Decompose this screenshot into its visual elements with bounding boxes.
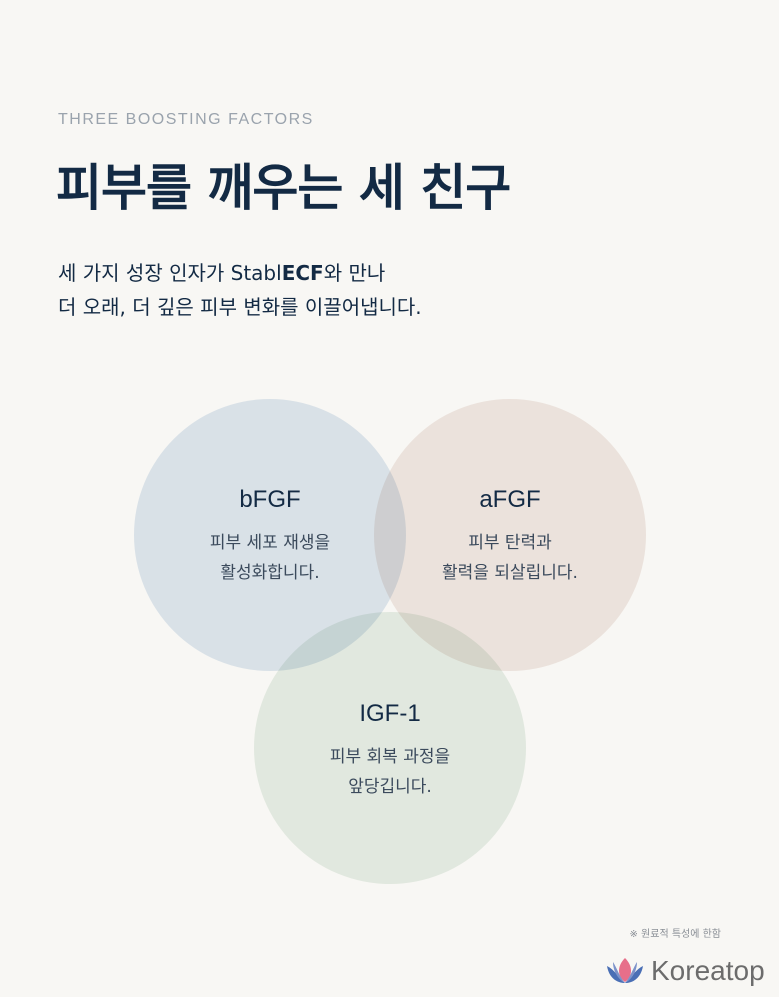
eyebrow-label: THREE BOOSTING FACTORS xyxy=(58,111,314,128)
subtitle-brand-light: Stabl xyxy=(230,261,282,285)
subtitle-line2: 더 오래, 더 깊은 피부 변화를 이끌어냅니다. xyxy=(58,295,422,319)
factor-desc: 활성화합니다. xyxy=(220,563,320,583)
subtitle-text: 세 가지 성장 인자가 xyxy=(58,261,231,285)
disclaimer-note: ※ 원료적 특성에 한함 xyxy=(629,929,721,940)
factor-name: IGF-1 xyxy=(359,700,421,727)
factor-igf1: IGF-1 피부 회복 과정을 앞당깁니다. xyxy=(254,700,526,802)
page-title: 피부를 깨우는 세 친구 xyxy=(56,159,511,217)
brand-logo: Koreatop xyxy=(605,955,765,987)
factor-desc: 피부 탄력과 xyxy=(468,533,552,553)
lotus-icon xyxy=(607,958,643,983)
brand-name: Koreatop xyxy=(651,955,765,986)
factor-desc: 활력을 되살립니다. xyxy=(442,563,578,583)
subtitle-text: 와 만나 xyxy=(323,261,386,285)
factor-desc: 피부 세포 재생을 xyxy=(209,533,331,553)
factor-bfgf: bFGF 피부 세포 재생을 활성화합니다. xyxy=(134,486,406,588)
subtitle: 세 가지 성장 인자가 StablECF와 만나 더 오래, 더 깊은 피부 변… xyxy=(58,256,422,324)
factor-name: bFGF xyxy=(239,486,301,513)
venn-circle-igf1 xyxy=(254,612,526,884)
subtitle-brand-bold: ECF xyxy=(281,261,324,285)
factor-desc: 앞당깁니다. xyxy=(348,777,432,797)
factor-name: aFGF xyxy=(479,486,541,513)
factor-afgf: aFGF 피부 탄력과 활력을 되살립니다. xyxy=(374,486,646,588)
factor-desc: 피부 회복 과정을 xyxy=(329,747,451,767)
